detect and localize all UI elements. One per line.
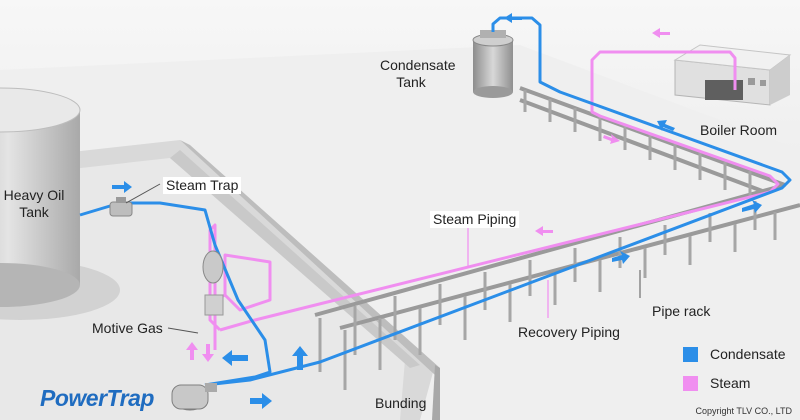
copyright-text: Copyright TLV CO., LTD — [695, 406, 792, 416]
steam-swatch — [683, 375, 698, 391]
arrow-cond-5 — [612, 251, 630, 264]
arrow-cond-8 — [504, 13, 522, 23]
heat-exchanger-unit — [202, 250, 224, 316]
arrow-steam-2 — [652, 28, 670, 38]
arrow-cond-3 — [292, 346, 308, 370]
arrow-cond-7 — [657, 120, 675, 131]
pipe-rack-supports — [318, 90, 777, 390]
arrow-steam-5 — [202, 344, 214, 362]
condensate-swatch — [683, 346, 698, 362]
arrow-cond-1 — [112, 181, 132, 193]
steam-piping-label: Steam Piping — [430, 211, 520, 228]
powertrap-unit — [171, 383, 217, 411]
leader-lines-dark — [125, 183, 641, 334]
boiler-room-label: Boiler Room — [700, 122, 778, 138]
pipe-rack-label: Pipe rack — [652, 303, 711, 319]
heavy-oil-tank-label: Heavy Oil Tank — [3, 187, 65, 220]
legend-condensate: Condensate — [683, 346, 786, 362]
arrow-steam-1 — [535, 226, 553, 236]
steam-trap-unit — [109, 197, 133, 217]
condensate-tank — [472, 30, 514, 98]
legend-steam: Steam — [683, 375, 750, 391]
condensate-tank-label: Condensate Tank — [380, 57, 456, 90]
flow-arrows — [112, 13, 762, 409]
leader-lines — [467, 225, 549, 318]
bunding-label: Bunding — [375, 395, 427, 411]
arrow-cond-6 — [742, 200, 762, 213]
recovery-piping-label: Recovery Piping — [518, 324, 620, 340]
powertrap-logo: PowerTrap — [40, 385, 154, 411]
legend-steam-label: Steam — [710, 375, 751, 391]
legend-condensate-label: Condensate — [710, 346, 786, 362]
heavy-oil-tank — [0, 87, 120, 320]
arrow-cond-4 — [250, 393, 272, 409]
arrow-steam-3 — [603, 134, 620, 144]
arrow-steam-4 — [186, 342, 198, 360]
steam-trap-label: Steam Trap — [163, 177, 242, 194]
motive-gas-label: Motive Gas — [92, 320, 163, 336]
condensate-piping — [79, 16, 792, 387]
arrow-cond-2 — [222, 350, 248, 366]
